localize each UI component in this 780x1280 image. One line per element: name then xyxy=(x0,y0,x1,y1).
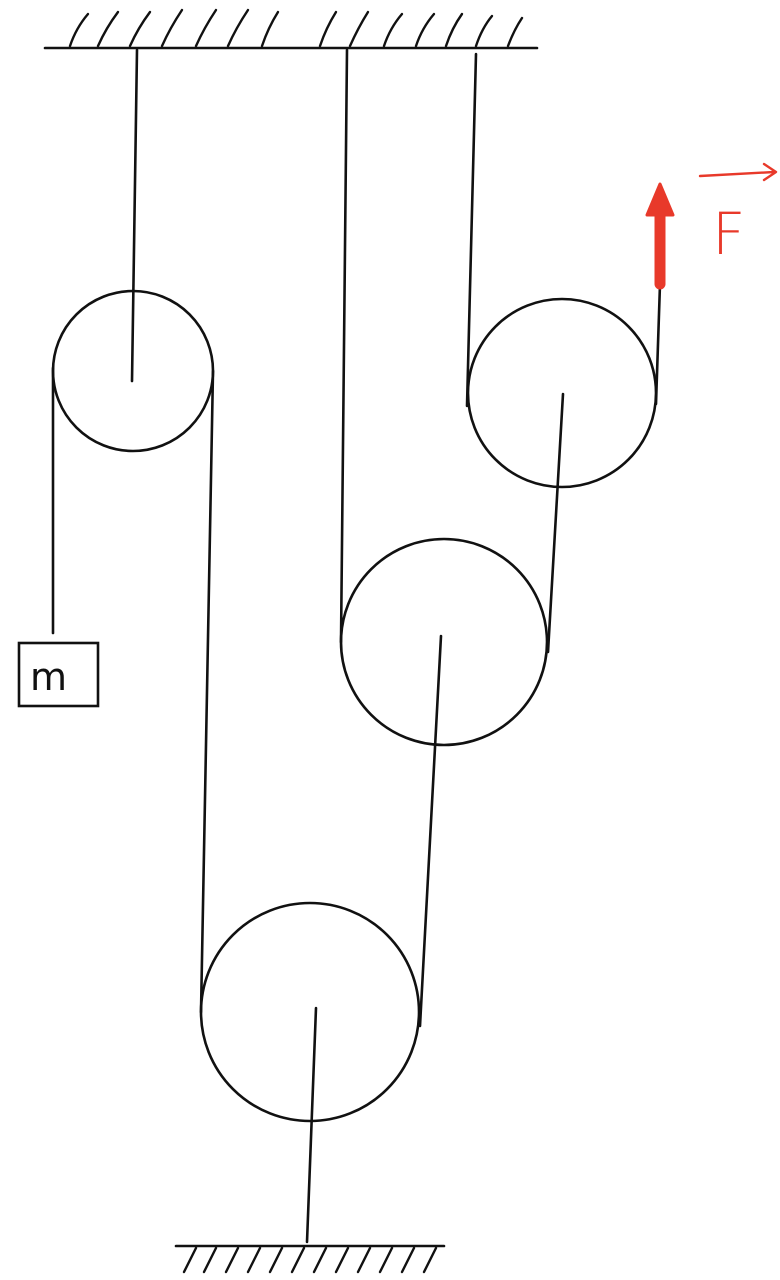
pulley-bottom xyxy=(199,901,421,1244)
pulley-top-left xyxy=(51,48,215,453)
axle-rope-top-left xyxy=(130,48,139,383)
mass-block: m xyxy=(17,641,100,708)
pulley-middle xyxy=(339,537,549,747)
rope-ceiling-to-upper-right xyxy=(465,52,478,408)
force-arrow xyxy=(645,182,675,290)
force-vector-label: F xyxy=(698,162,778,268)
vector-arrow-icon xyxy=(698,162,778,182)
floor-support xyxy=(174,1244,446,1274)
ceiling-hatching xyxy=(68,8,524,48)
floor-hatching xyxy=(182,1246,438,1274)
ropes xyxy=(51,48,662,1028)
rope-middle-to-upper-right-axle xyxy=(546,392,565,654)
rope-bottom-to-middle-axle xyxy=(418,634,443,1028)
pulley-upper-right xyxy=(466,297,658,489)
rope-upper-right-free-end xyxy=(654,282,662,406)
ceiling-support xyxy=(43,8,539,50)
mass-label: m xyxy=(30,655,67,699)
force-label: F xyxy=(712,200,745,268)
rope-top-left-to-bottom xyxy=(199,369,215,1014)
rope-ceiling-to-middle xyxy=(339,48,349,644)
axle-rope-bottom xyxy=(305,1006,318,1244)
